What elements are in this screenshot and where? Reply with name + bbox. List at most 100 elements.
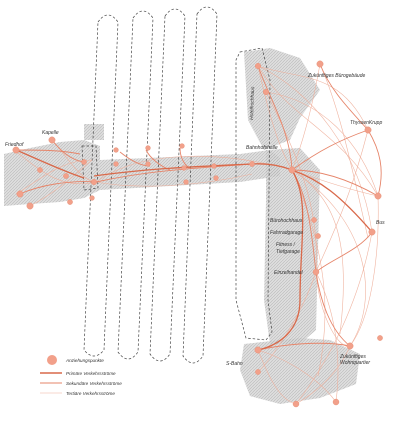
primary-flow: [93, 163, 293, 177]
attraction-point-wohnquartier: [346, 342, 354, 350]
attraction-point-buerohochhaus: [311, 217, 317, 223]
place-labels: Friedhof Kapelle Hotelhochhaus Bahnhofsh…: [5, 73, 385, 367]
label-bahnhofshalle: Bahnhofshalle: [246, 145, 278, 151]
attraction-point-bahnhofshalle: [288, 166, 296, 174]
legend-label-primary: Primäre Verkehrsströme: [66, 371, 116, 376]
attraction-point: [113, 147, 119, 153]
tertiary-flow: [29, 159, 93, 207]
attraction-point: [145, 161, 151, 167]
building-outline: [235, 47, 273, 341]
track-loop-1: [83, 14, 119, 357]
label-thyssenkrupp: ThyssenKrupp: [350, 120, 382, 126]
label-kapelle: Kapelle: [42, 130, 59, 136]
tertiary-flow: [315, 271, 339, 403]
label-fitness: Fitness /: [276, 242, 296, 248]
label-einzelhandel: Einzelhandel: [274, 270, 304, 276]
secondary-flow: [15, 149, 81, 155]
tertiary-flow: [257, 349, 337, 403]
track-loop-2: [117, 10, 154, 360]
secondary-flow: [315, 271, 351, 347]
secondary-flow: [257, 65, 293, 171]
attraction-point: [16, 190, 24, 198]
attraction-point-fahrradgarage: [315, 233, 321, 239]
legend-node-swatch: [47, 355, 57, 365]
attraction-point: [37, 167, 43, 173]
attraction-point-friedhof: [12, 146, 20, 154]
attraction-point-zukuenftiges-buero: [316, 60, 324, 68]
secondary-flow: [319, 63, 369, 131]
primary-flow: [15, 149, 85, 179]
west-area: [4, 140, 100, 206]
attraction-point: [90, 178, 97, 185]
tertiary-flow: [13, 149, 97, 184]
attraction-point: [377, 335, 383, 341]
label-fahrradgarage: Fahrradgarage: [270, 230, 303, 236]
attraction-point: [255, 369, 261, 375]
primary-flows: [15, 149, 373, 351]
label-wohnquartier-line1: Zukünftiges: [339, 354, 366, 360]
label-bus: Bus: [376, 220, 385, 226]
tertiary-flow: [319, 63, 369, 239]
attraction-points: [12, 60, 383, 408]
track-loop-4: [182, 6, 218, 364]
attraction-point: [26, 202, 34, 210]
attraction-point: [181, 165, 187, 171]
tertiary-flow: [257, 349, 297, 405]
east-block-area: [264, 148, 320, 344]
attraction-point-sbahn: [254, 346, 262, 354]
tertiary-flow: [295, 231, 373, 405]
attraction-point: [81, 159, 87, 165]
primary-flow: [257, 169, 304, 351]
legend-label-tertiary: Tertiäre Verkehrsströme: [66, 391, 115, 396]
north-strip-area: [84, 124, 104, 140]
tertiary-flow: [291, 169, 366, 347]
west-dashed-box: [81, 145, 99, 191]
attraction-point: [183, 179, 189, 185]
attraction-point-einzelhandel: [312, 268, 320, 276]
attraction-point: [213, 175, 219, 181]
attraction-point: [249, 161, 255, 167]
attraction-point: [67, 199, 73, 205]
tertiary-flow: [349, 195, 379, 347]
tertiary-flows: [13, 63, 379, 405]
label-zukuenftiges-buero-text: Zukünftiges Bürogebäude: [307, 73, 365, 79]
attraction-point: [179, 143, 185, 149]
tertiary-flow: [291, 169, 344, 335]
tertiary-flow: [265, 91, 317, 273]
attraction-point: [89, 195, 95, 201]
attraction-point-hotelhochhaus: [263, 88, 270, 95]
hatched-areas: [4, 48, 360, 404]
attraction-point: [332, 398, 340, 406]
tertiary-flow: [257, 65, 369, 131]
label-friedhof: Friedhof: [5, 142, 24, 148]
tertiary-flow: [95, 173, 253, 187]
bridge-area: [100, 150, 280, 190]
dashed-outlines: [81, 6, 273, 364]
tertiary-flow: [265, 91, 379, 197]
secondary-flow: [19, 181, 97, 195]
tertiary-flow: [295, 345, 351, 405]
secondary-flows: [15, 63, 382, 351]
secondary-flow: [315, 231, 373, 273]
attraction-point: [63, 173, 69, 179]
label-zukuenftiges-buero: Zukünftiges Bürogebäude: [307, 73, 365, 79]
secondary-flow: [367, 129, 382, 197]
tertiary-flow: [257, 65, 379, 197]
attraction-point: [113, 161, 119, 167]
attraction-point: [254, 63, 261, 70]
tertiary-flow: [315, 129, 369, 273]
primary-flow: [291, 169, 373, 233]
label-tiefgarage: Tiefgarage: [276, 249, 300, 255]
label-hotelhochhaus: Hotelhochhaus: [249, 86, 256, 120]
attraction-point: [211, 163, 217, 169]
legend: Anziehungspunkte Primäre Verkehrsströme …: [40, 355, 122, 396]
tertiary-flow: [257, 65, 293, 171]
secondary-flow: [291, 169, 379, 197]
attraction-point-kapelle: [48, 136, 56, 144]
tertiary-flow: [291, 169, 326, 377]
label-buerohochhaus: Bürohochhaus: [270, 218, 303, 224]
legend-label-node: Anziehungspunkte: [65, 358, 104, 363]
attraction-point-bus: [368, 228, 376, 236]
tertiary-flow: [257, 65, 373, 233]
